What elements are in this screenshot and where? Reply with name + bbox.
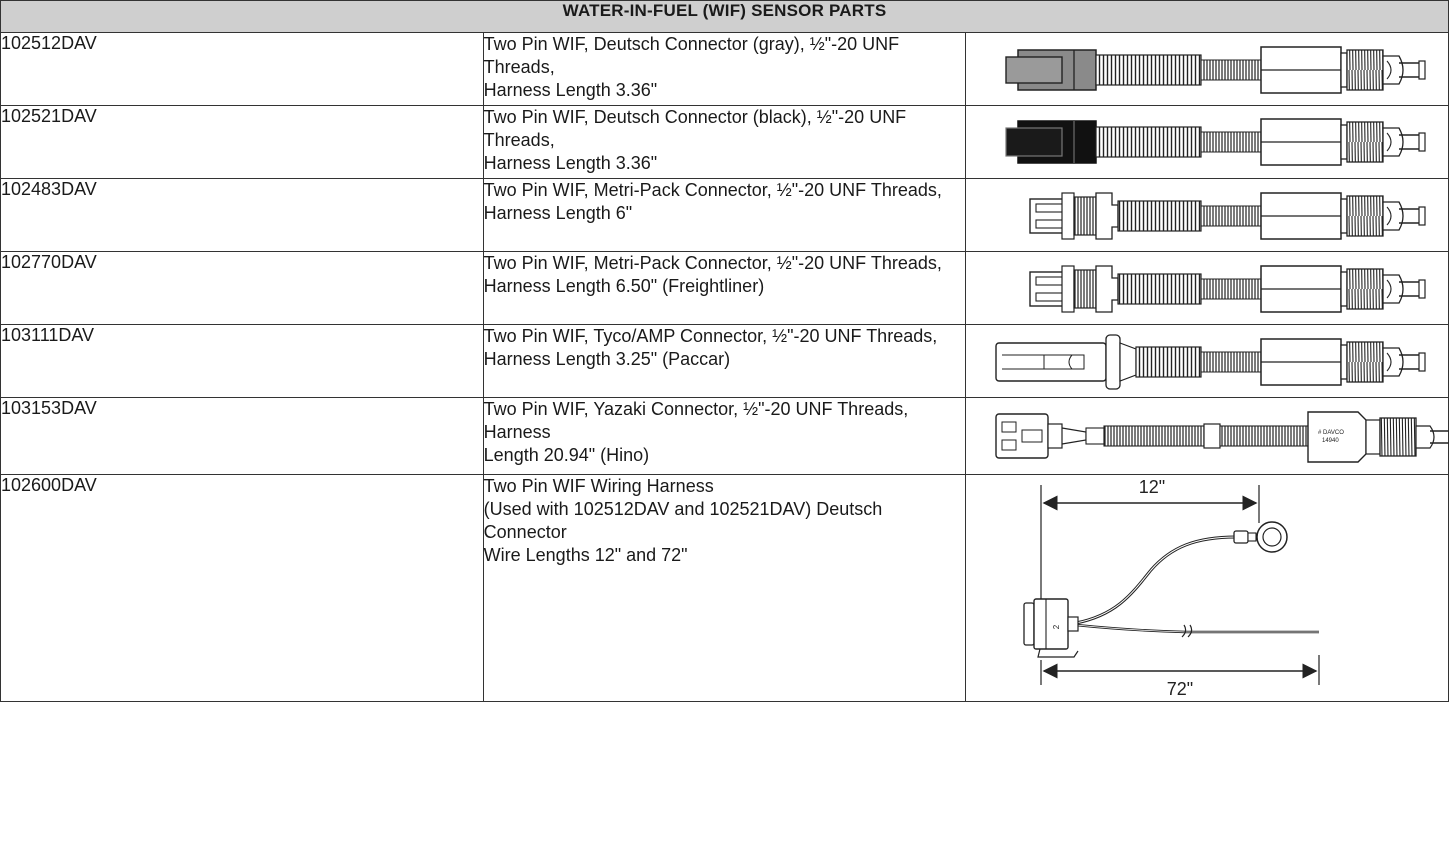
sensor-image-cell [965, 32, 1449, 106]
table-row: 102521DAV Two Pin WIF, Deutsch Connector… [0, 105, 1449, 179]
part-number: 103111DAV [0, 324, 484, 398]
metri-pack-freightliner-sensor-image [1029, 265, 1427, 313]
table-row: 102483DAV Two Pin WIF, Metri-Pack Connec… [0, 178, 1449, 252]
part-description: Two Pin WIF, Metri-Pack Connector, ½"-20… [482, 178, 967, 252]
part-description: Two Pin WIF, Metri-Pack Connector, ½"-20… [482, 251, 967, 325]
part-description: Two Pin WIF, Yazaki Connector, ½"-20 UNF… [482, 397, 967, 475]
metri-pack-sensor-image [1029, 192, 1427, 240]
deutsch-gray-sensor-image [1005, 46, 1427, 94]
yazaki-label-brand: # DAVCO [1318, 430, 1344, 436]
table-row: 102512DAV Two Pin WIF, Deutsch Connector… [0, 32, 1449, 106]
part-number: 102600DAV [0, 474, 484, 702]
part-number: 102521DAV [0, 105, 484, 179]
wif-parts-table: WATER-IN-FUEL (WIF) SENSOR PARTS 102512D… [0, 0, 1449, 702]
table-row: 103153DAV Two Pin WIF, Yazaki Connector,… [0, 397, 1449, 475]
part-number: 102483DAV [0, 178, 484, 252]
table-row: 102770DAV Two Pin WIF, Metri-Pack Connec… [0, 251, 1449, 325]
part-description: Two Pin WIF, Tyco/AMP Connector, ½"-20 U… [482, 324, 967, 398]
yazaki-label-code: 14940 [1322, 438, 1339, 444]
sensor-image-cell [965, 251, 1449, 325]
sensor-image-cell [965, 105, 1449, 179]
sensor-image-cell [965, 324, 1449, 398]
dimension-72-label: 72" [1167, 679, 1193, 699]
part-description: Two Pin WIF Wiring Harness (Used with 10… [482, 474, 967, 702]
part-number: 102770DAV [0, 251, 484, 325]
part-description: Two Pin WIF, Deutsch Connector (gray), ½… [482, 32, 967, 106]
part-description: Two Pin WIF, Deutsch Connector (black), … [482, 105, 967, 179]
table-row: 102600DAV Two Pin WIF Wiring Harness (Us… [0, 474, 1449, 702]
wiring-harness-diagram: 12" 72" [1023, 477, 1320, 699]
tyco-amp-sensor-image [995, 334, 1427, 390]
deutsch-black-sensor-image [1005, 118, 1427, 166]
part-number: 103153DAV [0, 397, 484, 475]
table-row: 103111DAV Two Pin WIF, Tyco/AMP Connecto… [0, 324, 1449, 398]
connector-pin-label: 2 [1052, 624, 1061, 629]
table-title: WATER-IN-FUEL (WIF) SENSOR PARTS [0, 0, 1449, 33]
harness-image-cell: 12" 72" [965, 474, 1449, 702]
sensor-image-cell [965, 178, 1449, 252]
part-number: 102512DAV [0, 32, 484, 106]
dimension-12-label: 12" [1139, 477, 1165, 497]
yazaki-sensor-image: # DAVCO 14940 [995, 411, 1449, 463]
sensor-image-cell: # DAVCO 14940 [965, 397, 1449, 475]
